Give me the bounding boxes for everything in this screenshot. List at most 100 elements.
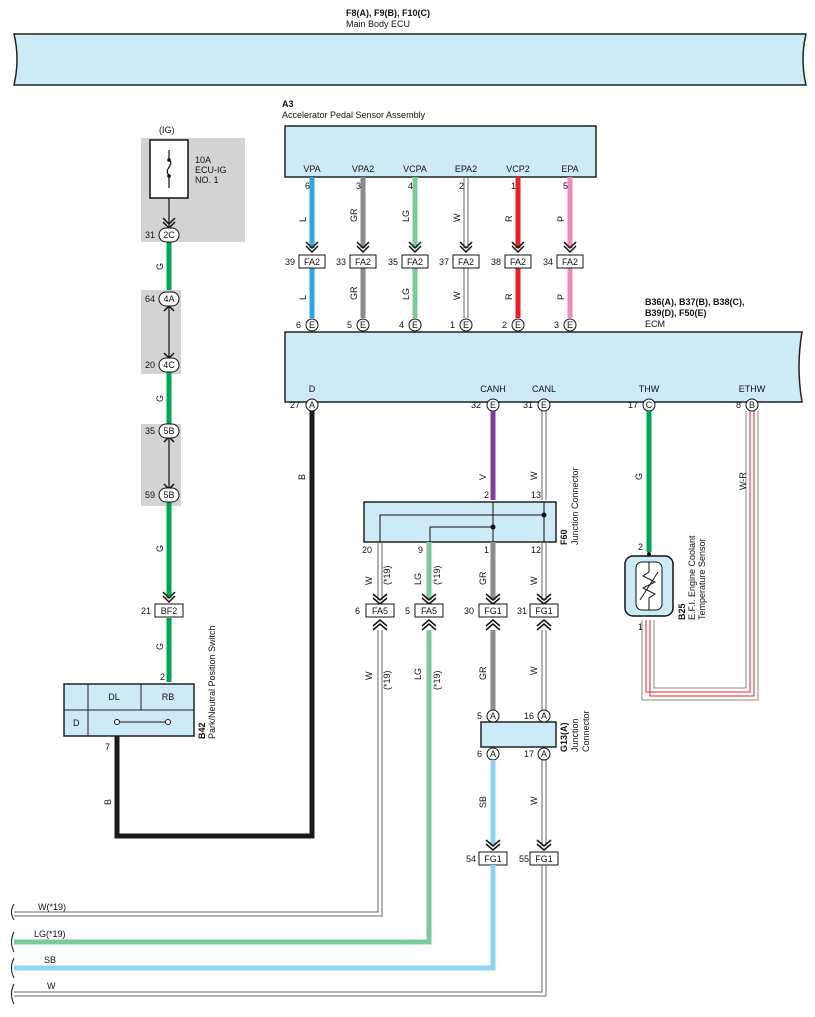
ecm-conn-e-label-vcpa: E [412,320,418,330]
conn-fg1-w2 [529,851,559,866]
f60-junction-dot [541,512,547,518]
ecm-pin-31: 31 [523,400,533,410]
ecm-pin-27: 27 [290,400,300,410]
f60-box [363,501,557,543]
fuse-dot-top [167,158,171,162]
wire-note-19: (*19) [432,565,442,585]
chevron-down-icon [305,241,319,254]
g13-pin-6: 6 [477,749,482,759]
ecm-conn-e-vcp2 [511,318,525,332]
chevron-down-icon [372,593,388,605]
g13-name2: Connector [581,710,591,752]
f60-junction-dot [490,524,496,530]
ecm-conn-a-label: A [309,400,315,410]
conn-fa5-lg-pin: 5 [405,606,410,616]
conn-fa2-pin-vpa: 39 [285,257,295,267]
aps-id: A3 [282,99,294,109]
conn-fa5-w-pin: 6 [355,606,360,616]
aps-pin-number-vcpa: 4 [408,181,413,191]
conn-fa2-epa [556,254,584,269]
conn-bf2-label: BF2 [161,606,178,616]
wire-label-vcp2: R [504,293,514,300]
chevron-up-icon [536,619,552,631]
g13-conn-16-label: A [541,711,547,721]
g13-conn-6-label: A [490,749,496,759]
wire-b [114,411,315,839]
wire-label-epa: P [556,294,566,300]
chevron-down-icon [459,241,473,254]
conn-fg1-w2-pin: 55 [519,854,529,864]
g13-id: G13(A) [559,722,569,752]
wire-label-epa2: W [452,291,462,300]
wire-break-marks [11,903,15,1005]
wire-wr-red-2 [649,411,755,697]
ecm-conn-e-label-vpa2: E [360,320,366,330]
wire-note-19: (*19) [382,565,392,585]
fuse-name1: ECU-IG [195,165,227,175]
aps-pin-name-epa2: EPA2 [455,164,477,174]
chevron-up-icon [372,619,388,631]
wire-w-long-a [14,865,543,993]
conn-fg1-gr-label: FG1 [484,606,502,616]
ecm-conn-c-label: C [646,400,653,410]
conn-fa2-pin-epa: 34 [543,257,553,267]
wire-note-19: (*19) [432,670,442,690]
ecm-conn-b-label: B [749,400,755,410]
wire-label-wr: W-R [738,472,748,490]
wire-label-epa2: W [452,213,462,222]
f60-pin-12: 12 [531,545,541,555]
wire-label-vcp2: R [504,215,514,222]
wire-label-vpa: L [298,295,308,300]
aps-pin-number-vpa2: 3 [356,181,361,191]
sensor-terminal-top [647,552,651,556]
bottom-wire-w: W [47,981,56,991]
conn-fa2-epa2 [452,254,480,269]
ecm-pin-number-vpa2: 5 [347,320,352,330]
bottom-wire-sb: SB [44,955,56,965]
aps-pin-name-epa: EPA [561,164,578,174]
wire-label-sb: SB [478,796,488,808]
wire-note-19: (*19) [382,670,392,690]
ecm-conn-a [305,398,319,412]
conn-4a [158,291,180,307]
ecm-conn-e-canh-label: E [490,400,496,410]
ecm-name: ECM [645,319,665,329]
aps-pin-number-epa: 5 [563,181,568,191]
conn-fa2-vpa2 [349,254,377,269]
conn-fg1-w-label: FG1 [535,606,553,616]
g13-conn-5-label: A [490,711,496,721]
wire-w-long-b [14,865,547,997]
wire-label-w: W [529,796,539,805]
conn-5b-top [158,423,180,439]
chevron-up-icon [485,619,501,631]
conn-fg1-w-pin: 31 [517,606,527,616]
switch-pin-bottom: 7 [105,742,110,752]
ecm-ids-1: B36(A), B37(B), B38(C), [645,297,745,307]
aps-name: Accelerator Pedal Sensor Assembly [282,110,426,120]
wire-label-gr: GR [478,666,488,680]
conn-fa5-lg [414,603,444,618]
conn-fa2-label-vcpa: FA2 [407,257,423,267]
conn-bf2 [154,603,184,618]
chevron-down-icon [536,593,552,605]
conn-fg1-sb-label: FG1 [484,854,502,864]
wire-label-epa: P [556,216,566,222]
wire-label-w: W [529,576,539,585]
ecm-pin-number-epa: 3 [554,320,559,330]
g13-pin-5: 5 [477,711,482,721]
ecm-box [284,331,803,403]
conn-fa2-vcpa [401,254,429,269]
conn-5b-bottom-pin: 59 [145,490,155,500]
ecm-pin-number-vcpa: 4 [399,320,404,330]
conn-fa2-label-vpa2: FA2 [355,257,371,267]
chevron-down-icon [408,241,422,254]
ecm-conn-e-label-epa: E [567,320,573,330]
wire-wr-red-1 [645,411,751,693]
main-body-ecu-box [13,33,807,86]
sensor-pin-2: 2 [638,542,643,552]
f60-internal [379,502,545,542]
conn-fa2-label-epa2: FA2 [458,257,474,267]
fuse-name2: NO. 1 [195,175,219,185]
aps-pin-name-vpa: VPA [303,164,320,174]
conn-fa2-pin-vpa2: 33 [336,257,346,267]
